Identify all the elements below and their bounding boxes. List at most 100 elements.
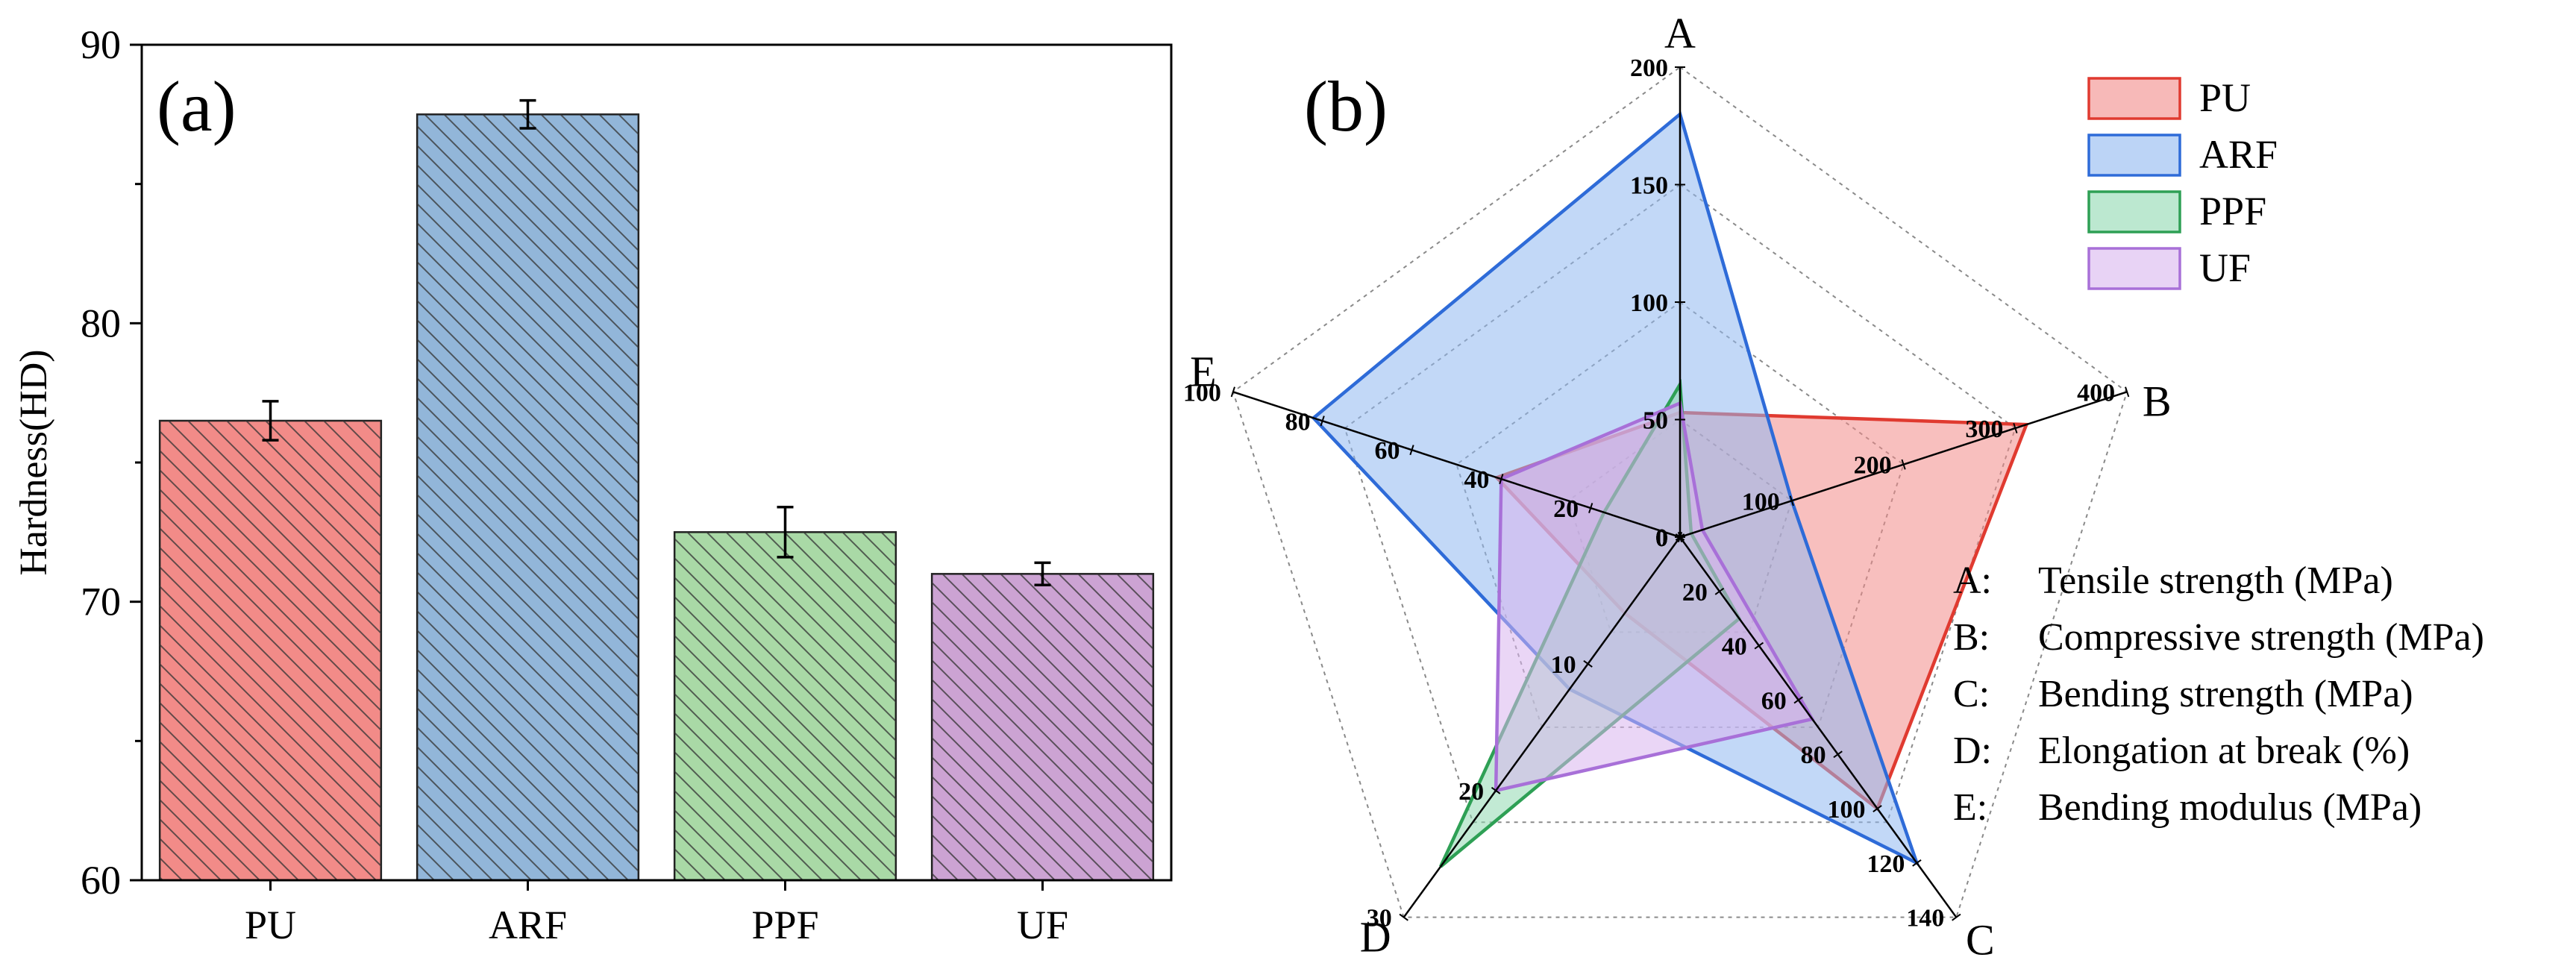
axis-e-tick-label: 60 [1375, 437, 1400, 465]
legend-label: ARF [2199, 132, 2278, 177]
properties-radar-chart: 0501001502000100200300400020406080100120… [1183, 9, 2484, 965]
axis-c-tick-label: 40 [1722, 633, 1747, 661]
axis-letter-a: A [1664, 9, 1696, 57]
axis-descriptions: A:Tensile strength (MPa)B:Compressive st… [1953, 559, 2484, 829]
axis-tick-mark [1399, 913, 1408, 921]
axis-a-tick-label: 0 [1655, 524, 1668, 552]
axis-tick-mark [1588, 503, 1593, 514]
radar-axis-letters: A B C D E [1190, 9, 2171, 965]
axis-line-e [1232, 391, 1681, 539]
axis-description-e: E:Bending modulus (MPa) [1953, 786, 2422, 829]
error-bar-pu [262, 400, 279, 442]
legend-item-pu: PU [2087, 75, 2251, 120]
bars [158, 113, 1155, 882]
x-tick-label-uf: UF [1017, 903, 1068, 947]
bar-hatch-arf [417, 114, 639, 880]
x-tick-label-arf: ARF [489, 903, 567, 947]
error-bar-arf [519, 98, 536, 130]
x-tick-label-ppf: PPF [751, 903, 818, 947]
panel-label-a: (a) [157, 66, 236, 146]
error-bars [262, 98, 1051, 587]
axis-d-tick-label: 0 [1655, 524, 1668, 552]
axis-description-c: C:Bending strength (MPa) [1953, 673, 2413, 715]
axis-tick-mark [1789, 495, 1794, 507]
axis-a-tick-label: 100 [1630, 289, 1668, 317]
axis-tick-mark [1409, 445, 1414, 456]
axis-tick-mark [1230, 386, 1235, 398]
bar-hatch-uf [932, 574, 1153, 880]
legend-swatch [2087, 77, 2181, 120]
axis-d-tick-label: 30 [1367, 905, 1392, 932]
axis-tick-mark [1833, 750, 1843, 759]
error-bar-uf [1034, 561, 1051, 587]
axis-tick-mark [2013, 423, 2018, 433]
axis-e-tick-label: 20 [1553, 495, 1579, 523]
axis-tick-mark [1491, 786, 1501, 794]
y-tick-label: 60 [81, 858, 121, 903]
axis-line-c [1679, 536, 1958, 918]
y-axis-label: Hardness(HD) [13, 349, 55, 575]
y-axis-ticks: 60 70 80 90 [81, 22, 142, 903]
panel-label-b: (b) [1304, 66, 1388, 146]
axis-e-tick-label: 40 [1464, 466, 1489, 494]
axis-b-tick-label: 300 [1965, 415, 2003, 443]
error-bar-ppf [777, 505, 794, 559]
axis-b-tick-label: 100 [1742, 488, 1780, 515]
axis-letter-b: B [2143, 377, 2172, 425]
legend-item-arf: ARF [2087, 132, 2278, 177]
axis-d-tick-label: 20 [1458, 778, 1484, 806]
axis-d-tick-label: 10 [1551, 651, 1576, 679]
axis-e-tick-label: 80 [1285, 408, 1311, 436]
radar-tick-labels: 0501001502000100200300400020406080100120… [1183, 54, 2130, 932]
axis-c-tick-label: 0 [1655, 524, 1668, 552]
axis-c-tick-label: 20 [1682, 579, 1708, 606]
bar-hatch-ppf [674, 532, 896, 880]
radar-series [1311, 111, 2029, 868]
legend-swatch [2087, 190, 2181, 233]
legend-label: PPF [2199, 189, 2266, 233]
axis-a-tick-label: 200 [1630, 54, 1668, 82]
axis-tick-mark [2125, 386, 2130, 398]
axis-b-tick-label: 0 [1655, 524, 1668, 552]
axis-letter-e: E [1190, 347, 1216, 395]
axis-tick-mark [1499, 474, 1504, 485]
grid-ring-4 [1232, 66, 2128, 918]
axis-line-d [1403, 536, 1682, 918]
axis-description-a: A:Tensile strength (MPa) [1953, 559, 2393, 602]
axis-c-tick-label: 120 [1867, 850, 1905, 878]
axis-a-tick-label: 50 [1643, 407, 1668, 435]
legend-item-ppf: PPF [2087, 189, 2266, 233]
axis-tick-mark [1901, 459, 1906, 470]
axis-tick-mark [1754, 642, 1764, 650]
axis-tick-mark [1793, 696, 1803, 704]
legend-item-uf: UF [2087, 245, 2251, 290]
legend-label: PU [2199, 75, 2251, 120]
axis-c-tick-label: 60 [1761, 687, 1787, 715]
axis-tick-mark [1583, 659, 1593, 668]
y-tick-label: 90 [81, 22, 121, 67]
axis-c-tick-label: 80 [1801, 741, 1826, 769]
axis-tick-mark [1912, 859, 1922, 867]
legend-label: UF [2199, 245, 2251, 290]
legend-swatch [2087, 247, 2181, 290]
axis-tick-mark [1677, 532, 1683, 542]
axis-c-tick-label: 140 [1906, 905, 1944, 932]
axis-tick-mark [1320, 415, 1325, 427]
axis-description-d: D:Elongation at break (%) [1953, 730, 2410, 772]
axis-tick-mark [1952, 913, 1961, 921]
axis-letter-c: C [1966, 916, 1995, 965]
y-tick-label: 80 [81, 301, 121, 345]
axis-e-tick-label: 100 [1183, 379, 1221, 407]
axis-b-tick-label: 400 [2077, 379, 2115, 407]
y-tick-label: 70 [81, 580, 121, 624]
legend: PU ARF PPF UF [2087, 75, 2278, 290]
series-uf [1494, 401, 1815, 793]
axis-b-tick-label: 200 [1854, 452, 1892, 480]
axis-a-tick-label: 150 [1630, 172, 1668, 200]
axis-e-tick-label: 0 [1655, 524, 1668, 552]
axis-letter-d: D [1360, 913, 1391, 962]
axis-c-tick-label: 100 [1828, 796, 1866, 824]
